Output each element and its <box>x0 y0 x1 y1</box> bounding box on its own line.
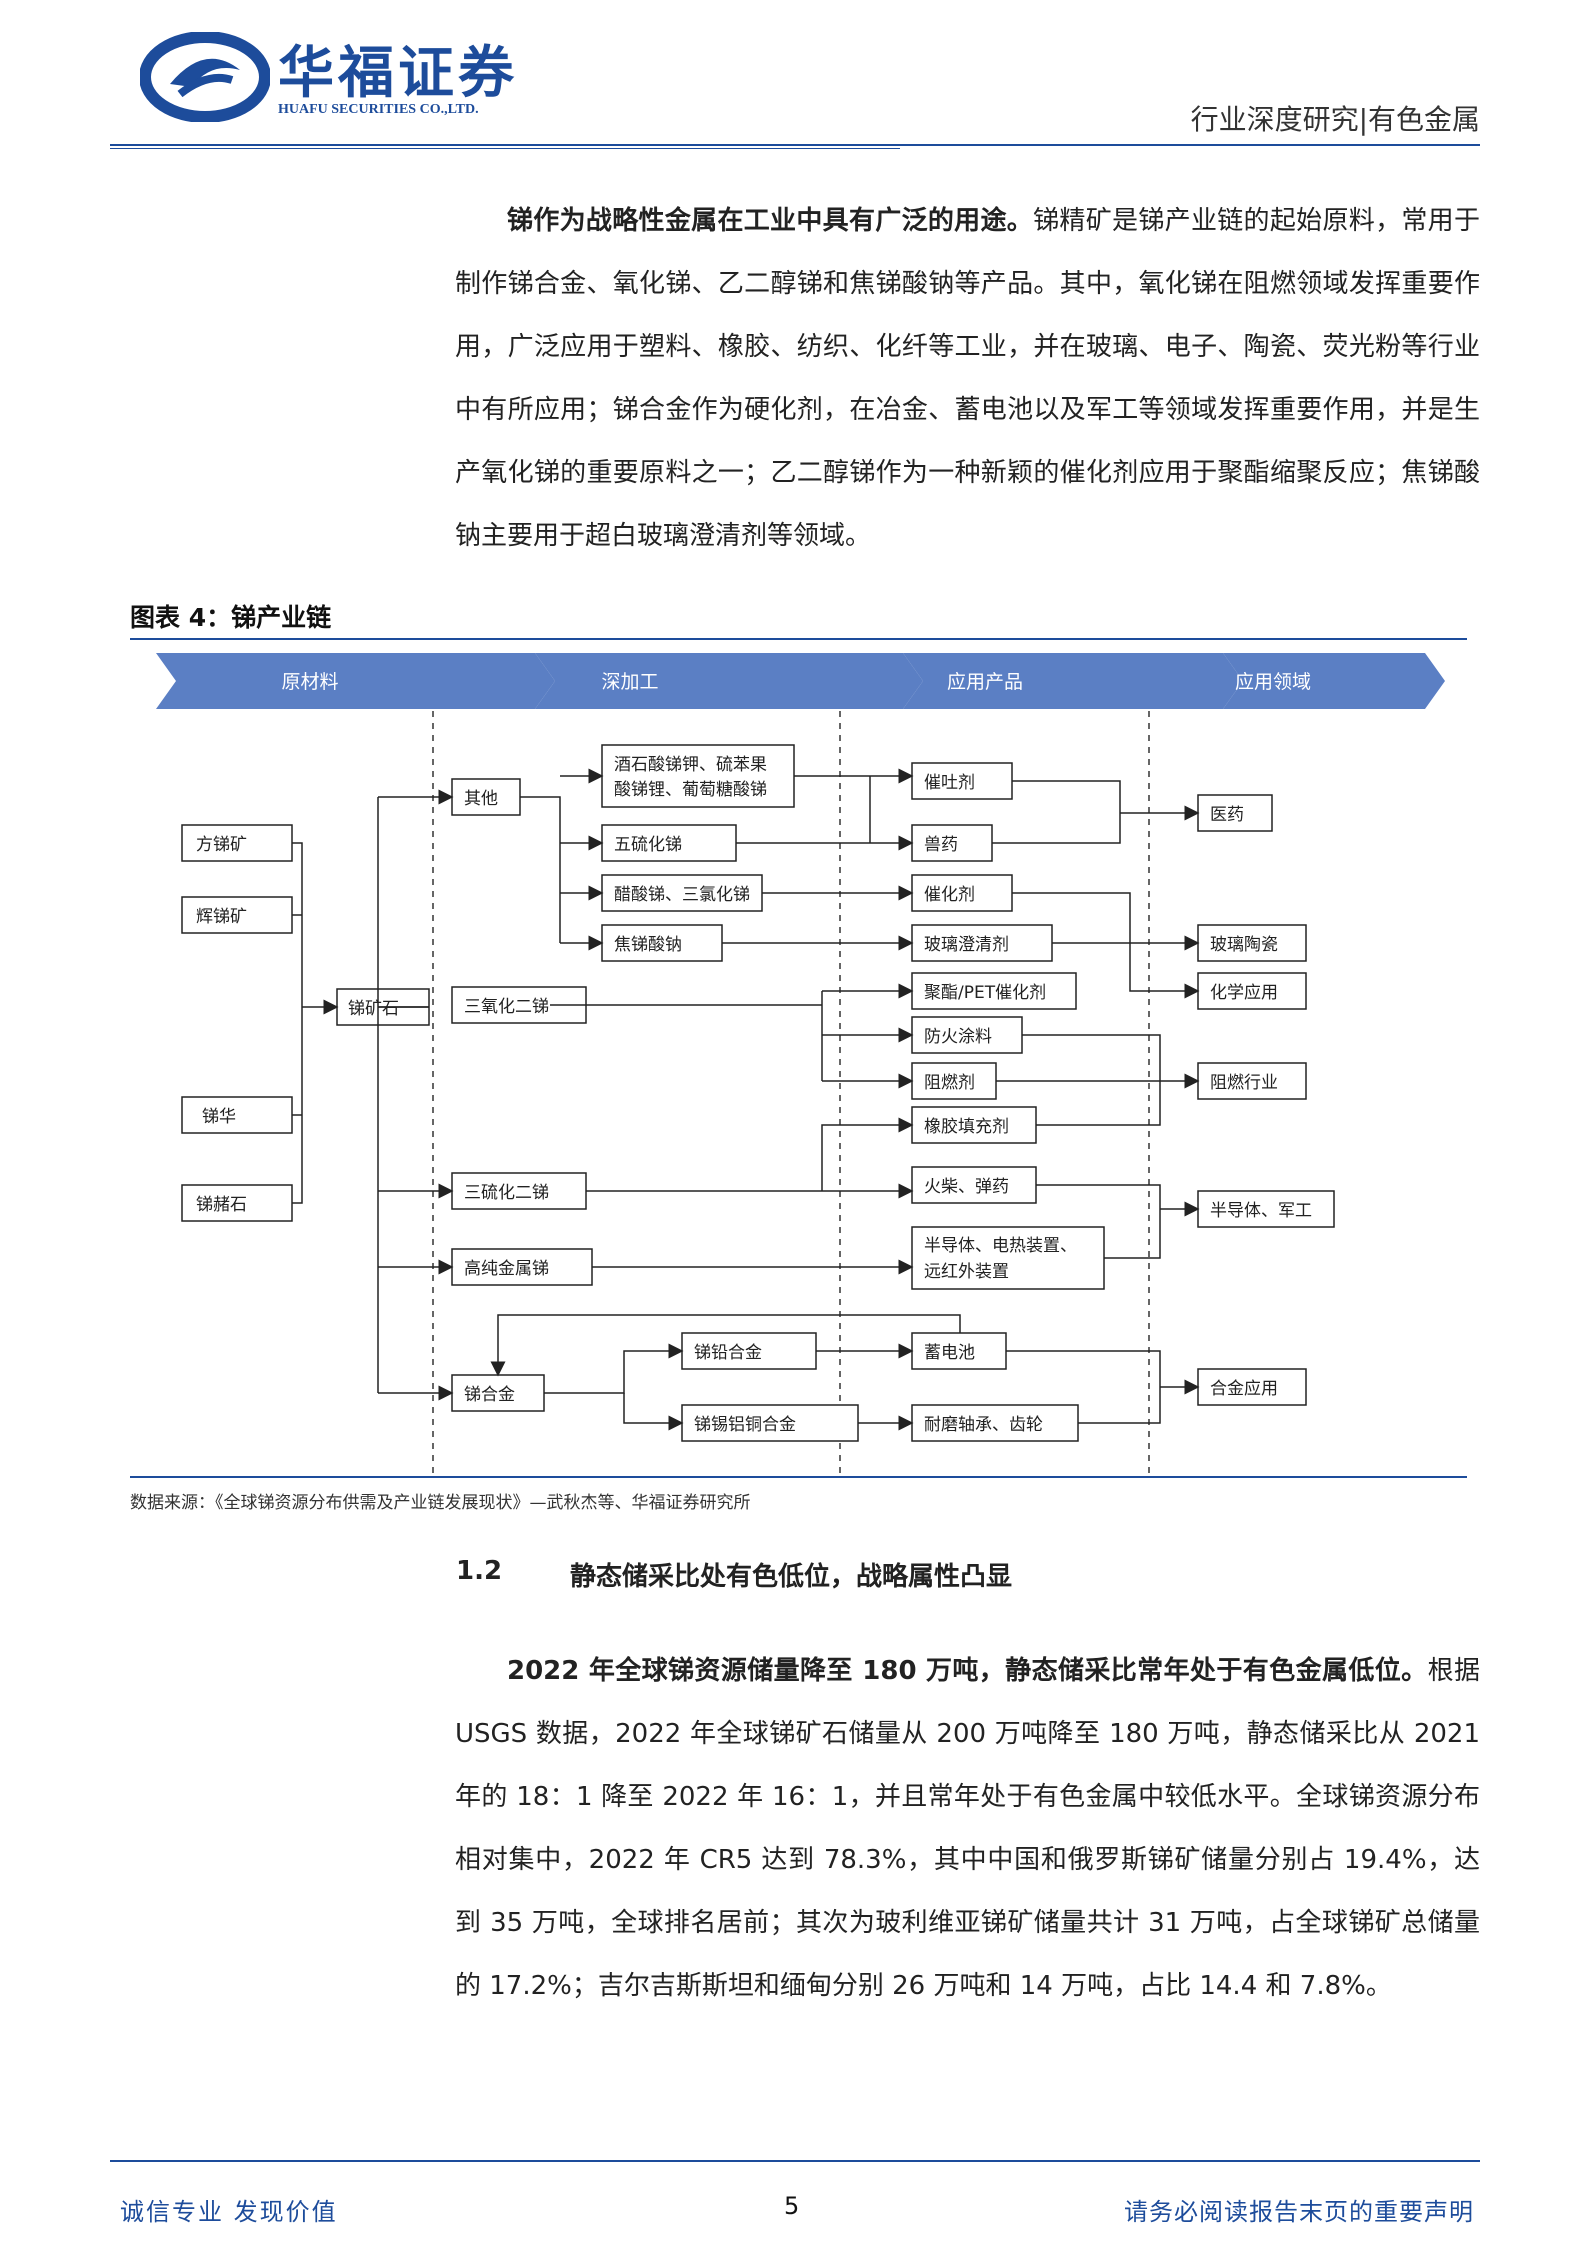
company-name-en: HUAFU SECURITIES CO.,LTD. <box>278 102 479 117</box>
footer-slogan: 诚信专业 发现价值 <box>120 2198 338 2226</box>
footer-disclaimer: 请务必阅读报告末页的重要声明 <box>1124 2198 1474 2226</box>
stage-label-products: 应用产品 <box>947 671 1023 693</box>
node-box <box>1197 924 1307 962</box>
processing-trisulfide-label: 三硫化二锑 <box>464 1183 549 1203</box>
node-box <box>181 824 293 862</box>
company-name-cn: 华福证券 <box>278 40 518 106</box>
node-box <box>1197 794 1273 832</box>
processing-trioxide-label: 三氧化二锑 <box>464 997 549 1017</box>
intro-body: 锑精矿是锑产业链的起始原料，常用于制作锑合金、氧化锑、乙二醇锑和焦锑酸钠等产品。… <box>455 206 1480 551</box>
stage-chevrons: 原材料 深加工 应用产品 应用领域 <box>156 653 1445 709</box>
field-label: 医药 <box>1210 805 1244 825</box>
node-box <box>1197 1368 1307 1406</box>
field-label: 化学应用 <box>1210 983 1278 1003</box>
reserves-body: 根据 USGS 数据，2022 年全球锑矿石储量从 200 万吨降至 180 万… <box>455 1656 1480 2001</box>
raw-material-label: 锑华 <box>202 1107 236 1127</box>
node-box <box>181 1096 293 1134</box>
product-label: 远红外装置 <box>924 1262 1009 1282</box>
node-box <box>911 1226 1105 1290</box>
header-divider <box>110 144 1480 146</box>
product-label: 半导体、电热装置、 <box>924 1236 1077 1256</box>
stage-label-fields: 应用领域 <box>1235 671 1311 693</box>
node-box <box>1197 1062 1307 1100</box>
stage-label-raw: 原材料 <box>281 671 338 693</box>
ore-label: 锑矿石 <box>348 999 399 1019</box>
processing-item-label: 焦锑酸钠 <box>614 935 682 955</box>
alloy-item-label: 锑锡铝铜合金 <box>694 1415 796 1435</box>
intro-paragraph: 锑作为战略性金属在工业中具有广泛的用途。锑精矿是锑产业链的起始原料，常用于制作锑… <box>455 190 1480 568</box>
stage-chevron-processing <box>535 653 923 709</box>
stage-chevron-raw <box>156 653 555 709</box>
node-box <box>911 1332 1007 1370</box>
intro-lead: 锑作为战略性金属在工业中具有广泛的用途。 <box>507 206 1034 236</box>
product-label: 兽药 <box>924 835 958 855</box>
node-box <box>911 874 1013 912</box>
product-label: 催吐剂 <box>924 773 975 793</box>
header-divider-secondary <box>110 148 900 149</box>
processing-item-label: 醋酸锑、三氯化锑 <box>614 885 750 905</box>
node-box <box>911 1404 1079 1442</box>
node-box <box>601 874 763 912</box>
raw-material-label: 锑赭石 <box>196 1195 247 1215</box>
page-number: 5 <box>784 2192 800 2220</box>
figure-top-rule <box>130 638 1467 640</box>
product-label: 玻璃澄清剂 <box>924 935 1009 955</box>
reserves-lead: 2022 年全球锑资源储量降至 180 万吨，静态储采比常年处于有色金属低位。 <box>507 1656 1428 1686</box>
field-label: 半导体、军工 <box>1210 1201 1312 1221</box>
node-box <box>601 924 723 962</box>
node-box <box>451 1248 593 1286</box>
company-logo-icon <box>140 32 270 122</box>
stage-chevron-fields <box>1223 653 1445 709</box>
figure-title: 图表 4：锑产业链 <box>130 603 332 632</box>
alloy-item-label: 锑铅合金 <box>694 1343 762 1363</box>
field-label: 合金应用 <box>1210 1379 1278 1399</box>
report-category: 行业深度研究|有色金属 <box>1190 103 1480 136</box>
product-label: 阻燃剂 <box>924 1073 975 1093</box>
node-box <box>911 824 993 862</box>
node-box <box>911 924 1053 962</box>
antimony-industry-chain-diagram: 原材料 深加工 应用产品 应用领域 <box>156 653 1445 1475</box>
product-label: 催化剂 <box>924 885 975 905</box>
node-box <box>681 1332 817 1370</box>
raw-material-label: 方锑矿 <box>196 835 247 855</box>
product-label: 橡胶填充剂 <box>924 1117 1009 1137</box>
node-box <box>911 972 1077 1010</box>
product-label: 耐磨轴承、齿轮 <box>924 1415 1043 1435</box>
product-label: 防火涂料 <box>924 1027 992 1047</box>
processing-item-label: 五硫化锑 <box>614 835 682 855</box>
product-label: 蓄电池 <box>924 1343 975 1363</box>
footer-divider <box>110 2160 1480 2162</box>
node-box <box>911 762 1013 800</box>
node-box <box>681 1404 859 1442</box>
processing-high-purity-label: 高纯金属锑 <box>464 1259 549 1279</box>
node-box <box>181 1184 293 1222</box>
section-number: 1.2 <box>456 1556 503 1586</box>
raw-material-label: 辉锑矿 <box>196 907 247 927</box>
section-title: 静态储采比处有色低位，战略属性凸显 <box>570 1562 1013 1592</box>
processing-alloy-label: 锑合金 <box>464 1385 515 1405</box>
reserves-paragraph: 2022 年全球锑资源储量降至 180 万吨，静态储采比常年处于有色金属低位。根… <box>455 1640 1480 2018</box>
node-box <box>911 1062 997 1100</box>
processing-item-label: 酸锑锂、葡萄糖酸锑 <box>614 780 767 800</box>
stage-chevron-products <box>903 653 1243 709</box>
figure-source: 数据来源：《全球锑资源分布供需及产业链发展现状》—武秋杰等、华福证券研究所 <box>130 1493 751 1513</box>
product-label: 聚酯/PET催化剂 <box>924 983 1046 1003</box>
field-label: 玻璃陶瓷 <box>1210 935 1278 955</box>
stage-label-processing: 深加工 <box>601 671 658 693</box>
product-label: 火柴、弹药 <box>924 1177 1009 1197</box>
processing-other-label: 其他 <box>464 789 498 809</box>
processing-item-label: 酒石酸锑钾、硫苯果 <box>614 755 767 775</box>
figure-bottom-rule <box>130 1476 1467 1478</box>
field-label: 阻燃行业 <box>1210 1073 1278 1093</box>
